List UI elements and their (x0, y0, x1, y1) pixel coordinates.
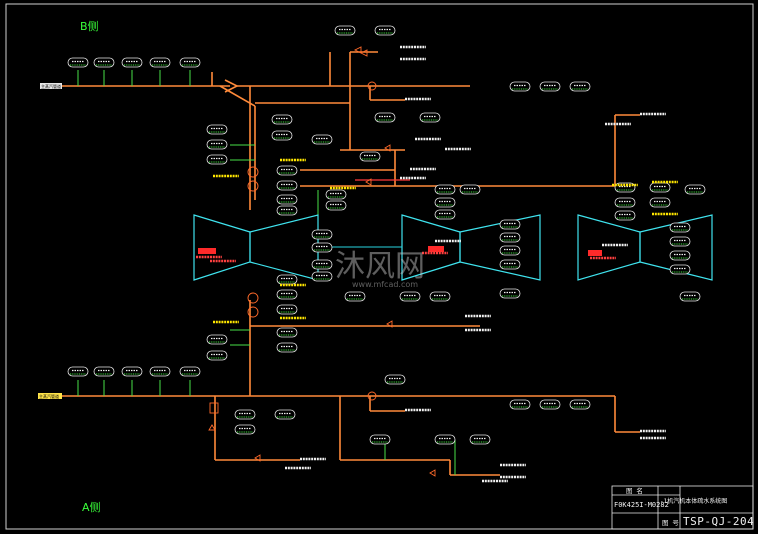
inlet-b-box (40, 83, 62, 89)
instrument-tag-bubble (359, 151, 381, 162)
instrument-tag-bubble (614, 210, 636, 221)
instrument-tag-bubble (539, 399, 561, 410)
instrument-tag-bubble (206, 154, 228, 165)
hp-turbine (193, 214, 319, 281)
instrument-tag-bubble (276, 304, 298, 315)
instrument-tag-bubble (374, 112, 396, 123)
watermark-url: www.mfcad.com (352, 280, 418, 289)
title-block: 图 名 F0K425I-M0282 -1机汽机本体疏水系统图 图 号 TSP-Q… (611, 485, 754, 530)
lp-turbine (577, 214, 713, 281)
instrument-tag-bubble (206, 124, 228, 135)
instrument-tag-bubble (276, 289, 298, 300)
instrument-tag-bubble (67, 366, 89, 377)
instrument-tag-bubble (539, 81, 561, 92)
instrument-tag-bubble (121, 57, 143, 68)
instrument-tag-bubble (429, 291, 451, 302)
instrument-tag-bubble (679, 291, 701, 302)
title-block-title: -1机汽机本体疏水系统图 (660, 497, 727, 505)
instrument-tag-bubble (276, 342, 298, 353)
b-main-steam-line (62, 51, 470, 210)
title-block-drawing-no: F0K425I-M0282 (614, 501, 669, 509)
instrument-tag-bubble (271, 130, 293, 141)
instrument-tag-bubble (434, 197, 456, 208)
instrument-tag-bubble (399, 291, 421, 302)
minor-labels (196, 45, 678, 483)
instrument-tag-bubble (649, 182, 671, 193)
instrument-tag-bubble (149, 366, 171, 377)
instrument-tag-bubble (149, 57, 171, 68)
instrument-tag-bubble (311, 134, 333, 145)
instrument-tag-bubble (67, 57, 89, 68)
instrument-tag-bubble (271, 114, 293, 125)
instrument-tag-bubble (276, 327, 298, 338)
inlet-a-label: 主蒸汽管道 (39, 393, 59, 399)
instrument-tag-bubble (276, 165, 298, 176)
instrument-tag-bubble (311, 242, 333, 253)
instrument-tag-bubble (384, 374, 406, 385)
title-block-name-label: 图 名 (626, 486, 643, 495)
instrument-tag-bubble (509, 399, 531, 410)
instrument-tag-bubble (614, 197, 636, 208)
instrument-tag-bubble (274, 409, 296, 420)
zone-b-label: B侧 (80, 20, 99, 33)
instrument-tag-bubble (684, 184, 706, 195)
instrument-tag-bubble (276, 205, 298, 216)
instrument-tag-bubble (569, 399, 591, 410)
instrument-tag-bubble (499, 288, 521, 299)
instrument-tag-bubble (374, 25, 396, 36)
a-main-steam-line (62, 300, 640, 476)
instrument-tag-bubble (206, 334, 228, 345)
instrument-tag-bubble (234, 424, 256, 435)
instrument-tags (67, 25, 706, 445)
title-block-no-label: 图 号 (662, 519, 679, 527)
inlet-a-box (38, 393, 62, 399)
instrument-tag-bubble (509, 81, 531, 92)
instrument-tag-bubble (276, 194, 298, 205)
instrument-tag-bubble (276, 180, 298, 191)
instrument-tag-bubble (669, 222, 691, 233)
instrument-tag-bubble (499, 245, 521, 256)
instrument-tag-bubble (206, 350, 228, 361)
instrument-tag-bubble (419, 112, 441, 123)
instrument-tag-bubble (311, 229, 333, 240)
instrument-tag-bubble (469, 434, 491, 445)
instrument-tag-bubble (334, 25, 356, 36)
instrument-tag-bubble (669, 250, 691, 261)
drawing-frame (5, 3, 754, 530)
instrument-tag-bubble (325, 189, 347, 200)
instrument-tag-bubble (93, 57, 115, 68)
instrument-tag-bubble (434, 434, 456, 445)
instrument-tag-bubble (669, 236, 691, 247)
instrument-tag-bubble (179, 366, 201, 377)
watermark-text: 沐风网 (335, 249, 425, 284)
title-block-sheet-no: TSP-QJ-204 (683, 515, 754, 528)
instrument-tag-bubble (499, 232, 521, 243)
instrument-tag-bubble (325, 200, 347, 211)
instrument-tag-bubble (499, 219, 521, 230)
instrument-tag-bubble (569, 81, 591, 92)
instrument-tag-bubble (669, 264, 691, 275)
instrument-tag-bubble (93, 366, 115, 377)
b-branch-lines (300, 114, 640, 187)
instrument-tag-bubble (179, 57, 201, 68)
instrument-tag-bubble (311, 259, 333, 270)
instrument-tag-bubble (649, 197, 671, 208)
instrument-tag-bubble (434, 184, 456, 195)
instrument-tag-bubble (234, 409, 256, 420)
instrument-tag-bubble (276, 274, 298, 285)
instrument-tag-bubble (344, 291, 366, 302)
instrument-tag-bubble (499, 259, 521, 270)
instrument-tag-bubble (369, 434, 391, 445)
inlet-b-label: 主蒸汽管道 (41, 83, 61, 89)
zone-a-label: A侧 (82, 501, 101, 514)
instrument-tag-bubble (121, 366, 143, 377)
instrument-tag-bubble (206, 139, 228, 150)
instrument-tag-bubble (459, 184, 481, 195)
instrument-tag-bubble (311, 271, 333, 282)
instrument-tag-bubble (434, 209, 456, 220)
valve-group (208, 46, 436, 477)
